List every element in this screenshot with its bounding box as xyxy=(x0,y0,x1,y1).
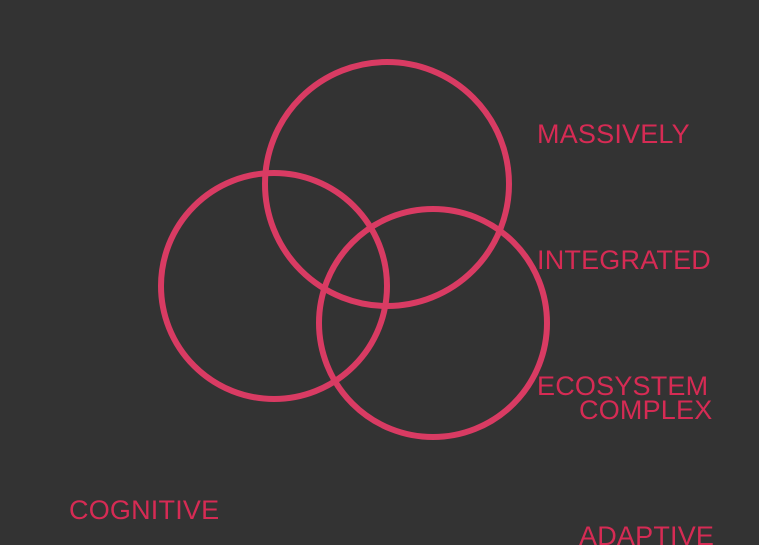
label-massively-integrated-ecosystem: MASSIVELY INTEGRATED ECOSYSTEM xyxy=(537,29,711,491)
label-complex-adaptive-demands: COMPLEX ADAPTIVE DEMANDS xyxy=(579,305,715,545)
label-line-1: MASSIVELY xyxy=(537,119,690,149)
circle-complex-adaptive-demands xyxy=(316,206,550,440)
label-cognitive-usage-patterns: COGNITIVE USAGE PATTERNS xyxy=(69,405,314,545)
circle-cognitive-usage-patterns xyxy=(158,170,390,402)
label-line-2: INTEGRATED xyxy=(537,245,712,275)
label-line-2: ADAPTIVE xyxy=(579,521,715,545)
label-line-1: COMPLEX xyxy=(579,395,713,425)
label-line-3: ECOSYSTEM xyxy=(537,371,709,401)
label-line-1: COGNITIVE xyxy=(69,495,220,525)
